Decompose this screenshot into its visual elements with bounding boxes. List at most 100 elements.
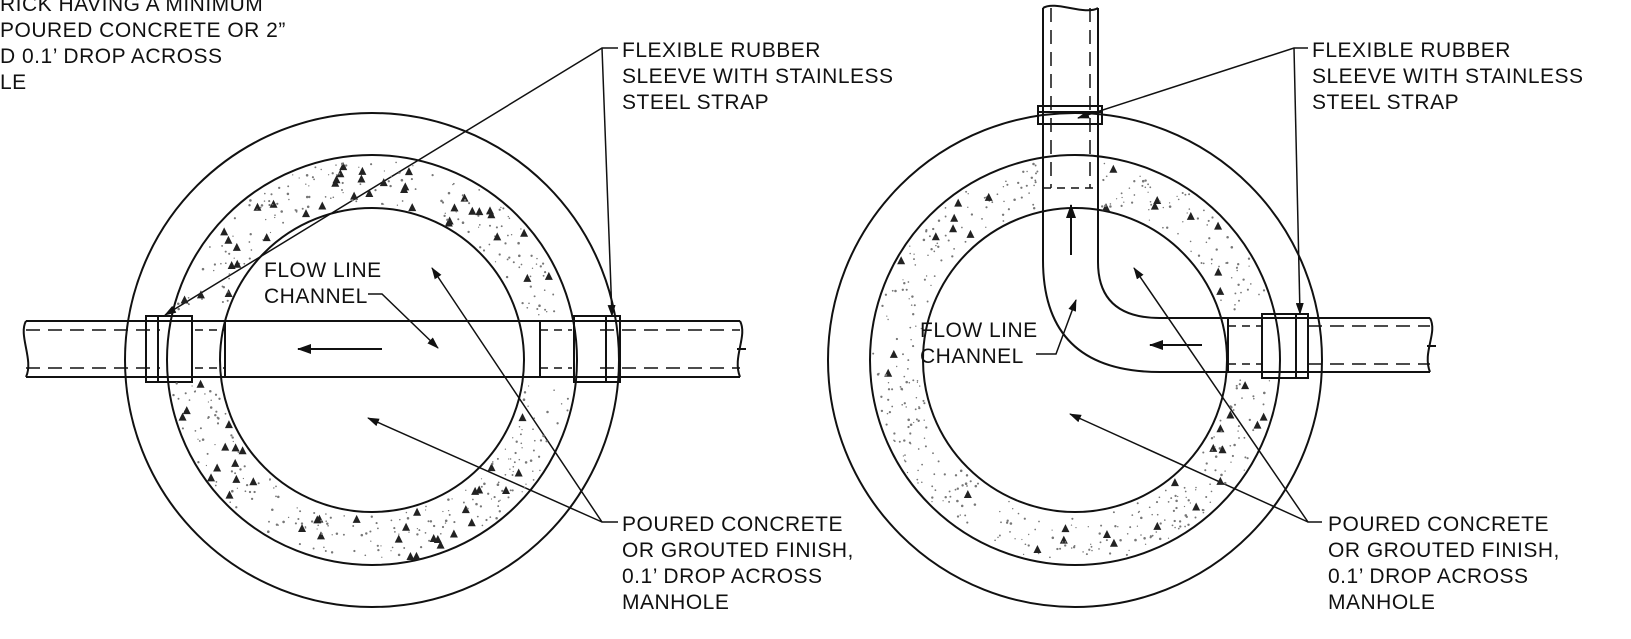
aggregate-dot [296, 507, 298, 509]
aggregate-dot [175, 382, 178, 385]
aggregate-dot [916, 380, 919, 382]
aggregate-dot [312, 547, 315, 550]
aggregate-dot [1200, 262, 1203, 264]
aggregate-dot [224, 412, 227, 415]
aggregate-dot [509, 468, 511, 470]
aggregate-dot [270, 193, 273, 196]
aggregate-dot [967, 193, 969, 195]
aggregate-dot [1238, 299, 1240, 302]
aggregate-dot [278, 186, 281, 190]
aggregate-dot [1002, 220, 1005, 222]
aggregate-dot [1119, 539, 1122, 542]
aggregate-dot [519, 433, 522, 436]
aggregate-dot [932, 452, 934, 455]
aggregate-dot [271, 203, 274, 206]
aggregate-dot [1183, 486, 1186, 489]
left-pipe [22, 320, 746, 378]
aggregate-dot [922, 238, 926, 242]
aggregate-dot [365, 532, 368, 535]
aggregate-dot [936, 242, 939, 245]
aggregate-dot [209, 389, 212, 393]
aggregate-mark [1216, 286, 1225, 295]
aggregate-dot [453, 521, 456, 524]
aggregate-dot [442, 510, 444, 513]
aggregate-dot [1159, 522, 1162, 525]
aggregate-dot [215, 481, 218, 483]
aggregate-dot [1234, 303, 1236, 306]
aggregate-dot [899, 386, 902, 388]
aggregate-dot [501, 489, 504, 493]
aggregate-dot [1027, 544, 1030, 547]
aggregate-dot [475, 502, 478, 506]
aggregate-dot [1185, 496, 1187, 499]
aggregate-dot [956, 487, 959, 490]
aggregate-dot [1167, 501, 1170, 503]
aggregate-dot [1194, 489, 1197, 491]
aggregate-dot [199, 427, 202, 430]
aggregate-dot [907, 359, 910, 362]
note-line-3: D 0.1’ DROP ACROSS [0, 45, 223, 68]
aggregate-dot [390, 519, 393, 522]
aggregate-dot [524, 461, 528, 464]
aggregate-dot [1243, 469, 1245, 471]
aggregate-dot [947, 239, 950, 242]
aggregate-dot [282, 520, 285, 524]
aggregate-dot [1162, 206, 1164, 209]
aggregate-dot [1232, 409, 1235, 411]
aggregate-dot [901, 389, 904, 391]
aggregate-dot [1233, 308, 1236, 311]
aggregate-dot [260, 204, 264, 207]
aggregate-dot [1128, 549, 1130, 552]
aggregate-dot [1223, 481, 1227, 485]
aggregate-dot [1241, 397, 1243, 399]
right-finish-label: POURED CONCRETE OR GROUTED FINISH, 0.1’ … [1328, 512, 1631, 616]
aggregate-dot [400, 178, 404, 182]
aggregate-dot [1140, 516, 1143, 520]
aggregate-dot [933, 473, 936, 476]
aggregate-dot [496, 457, 499, 460]
aggregate-dot [1064, 544, 1067, 547]
aggregate-dot [263, 200, 266, 202]
aggregate-dot [921, 463, 923, 466]
aggregate-dot [234, 472, 237, 475]
aggregate-dot [1211, 216, 1214, 219]
aggregate-dot [887, 398, 890, 401]
aggregate-dot [282, 221, 285, 224]
aggregate-dot [221, 300, 224, 304]
aggregate-dot [514, 451, 517, 455]
aggregate-dot [553, 389, 555, 391]
aggregate-dot [916, 478, 919, 481]
aggregate-mark [493, 232, 502, 241]
aggregate-dot [1231, 454, 1234, 458]
aggregate-dot [905, 406, 907, 408]
aggregate-dot [1038, 520, 1040, 523]
aggregate-dot [374, 189, 377, 192]
aggregate-dot [1229, 405, 1232, 408]
aggregate-mark [450, 203, 459, 212]
aggregate-dot [1034, 181, 1037, 184]
aggregate-dot [345, 164, 348, 167]
aggregate-dot [228, 252, 231, 255]
aggregate-dot [500, 225, 503, 228]
aggregate-dot [496, 483, 500, 487]
aggregate-dot [1197, 254, 1201, 257]
right-manhole-plan [827, 4, 1436, 608]
aggregate-dot [542, 434, 545, 438]
aggregate-dot [537, 455, 541, 458]
aggregate-dot [523, 391, 527, 394]
aggregate-mark [180, 295, 189, 304]
aggregate-mark [404, 167, 413, 176]
aggregate-mark [433, 535, 442, 544]
aggregate-dot [403, 547, 406, 549]
aggregate-mark [950, 213, 959, 222]
aggregate-dot [1151, 534, 1154, 537]
aggregate-dot [532, 479, 535, 481]
aggregate-dot [951, 255, 954, 258]
aggregate-dot [894, 289, 897, 293]
aggregate-dot [429, 520, 433, 523]
aggregate-dot [1121, 196, 1123, 199]
aggregate-mark [475, 207, 484, 216]
aggregate-dot [1022, 170, 1025, 173]
aggregate-mark [1214, 221, 1223, 230]
aggregate-dot [930, 284, 932, 287]
